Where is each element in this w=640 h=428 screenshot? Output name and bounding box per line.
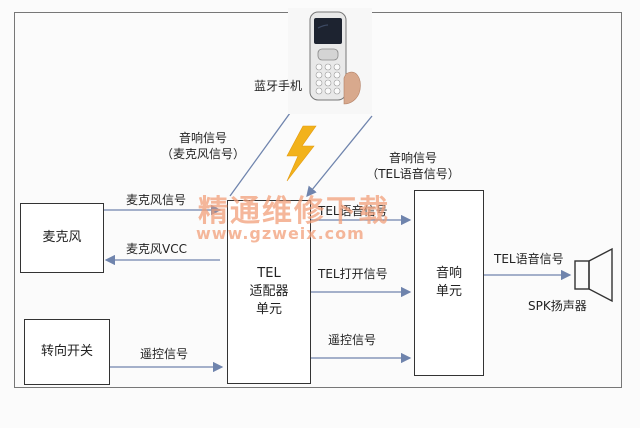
tel-on-label: TEL打开信号 xyxy=(318,267,388,281)
tel-adapter-line-2: 适配器 xyxy=(249,284,289,299)
watermark-title: 精通维修下载 xyxy=(198,194,390,229)
watermark-url: www.gzweix.com xyxy=(196,224,365,243)
tel-adapter-line-3: 单元 xyxy=(255,302,282,317)
bluetooth-phone-icon xyxy=(288,8,372,114)
audio-unit-block: 音响 单元 xyxy=(414,190,484,376)
phone-to-adapter-label: 音响信号 （TEL语音信号） xyxy=(350,150,476,182)
speaker-label: SPK扬声器 xyxy=(528,299,587,313)
tel-voice-label: TEL语音信号 xyxy=(318,204,388,218)
speaker-icon-cone xyxy=(588,247,613,303)
mic-vcc-label: 麦克风VCC xyxy=(126,242,187,256)
speaker-icon-body xyxy=(574,260,590,290)
audio-to-phone-label: 音响信号 （麦克风信号） xyxy=(149,130,257,162)
tel-adapter-block: TEL 适配器 单元 xyxy=(227,200,311,384)
from-phone-arrow xyxy=(306,115,373,198)
remote-signal-right-label: 遥控信号 xyxy=(328,333,377,347)
audio-unit-line-1: 音响 xyxy=(435,266,462,281)
bluetooth-phone-label: 蓝牙手机 xyxy=(254,79,303,93)
microphone-block: 麦克风 xyxy=(20,203,104,273)
tel-adapter-line-1: TEL xyxy=(257,266,281,281)
microphone-label: 麦克风 xyxy=(42,230,82,245)
phone-to-adapter-line-2: （TEL语音信号） xyxy=(366,167,460,181)
to-phone-arrow xyxy=(229,100,299,197)
turn-switch-label: 转向开关 xyxy=(40,344,93,359)
turn-switch-block: 转向开关 xyxy=(24,319,110,385)
audio-to-phone-line-1: 音响信号 xyxy=(178,131,227,145)
tel-voice-speaker-label: TEL语音信号 xyxy=(494,252,564,266)
audio-to-phone-line-2: （麦克风信号） xyxy=(160,147,245,161)
audio-unit-line-2: 单元 xyxy=(435,284,462,299)
lightning-icon xyxy=(286,125,317,182)
phone-to-adapter-line-1: 音响信号 xyxy=(388,151,437,165)
remote-signal-left-label: 遥控信号 xyxy=(140,347,189,361)
mic-signal-label: 麦克风信号 xyxy=(126,193,187,207)
